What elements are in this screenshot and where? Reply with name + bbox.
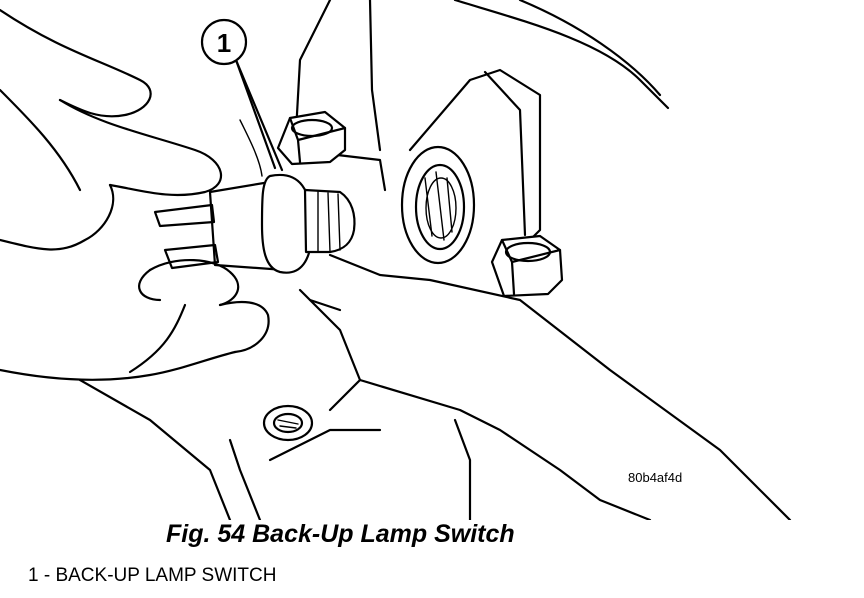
image-code: 80b4af4d <box>628 470 682 485</box>
switch-port <box>400 145 476 265</box>
legend-item: 1 - BACK-UP LAMP SWITCH <box>28 565 277 586</box>
tapped-hole <box>262 404 314 442</box>
hands <box>0 8 270 381</box>
upper-bolt <box>276 110 347 166</box>
callout-1: 1 <box>200 18 284 172</box>
lower-bolt <box>490 234 564 298</box>
callout-number: 1 <box>217 28 231 58</box>
back-up-lamp-switch <box>153 173 356 274</box>
figure-caption: Fig. 54 Back-Up Lamp Switch <box>166 520 515 548</box>
transmission-housing <box>78 0 792 520</box>
figure-legend: 1 - BACK-UP LAMP SWITCH <box>28 565 276 587</box>
back-up-lamp-switch-illustration: 1 80b4af4d <box>0 0 792 520</box>
